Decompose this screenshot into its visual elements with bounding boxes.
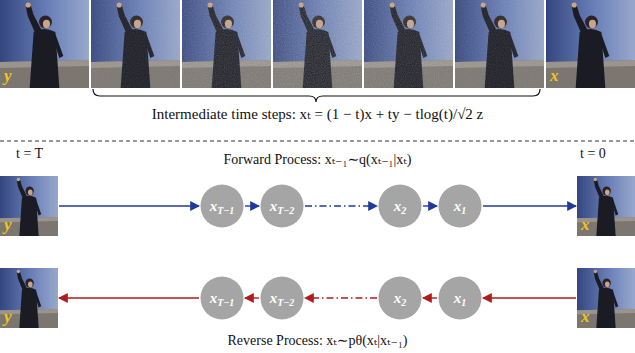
- circle-fill: [379, 185, 422, 228]
- video-frame: [364, 0, 453, 88]
- frame-label: x: [581, 216, 590, 235]
- noise: [91, 0, 180, 88]
- frame-label: y: [4, 216, 12, 235]
- state-circle: x2: [378, 184, 422, 228]
- video-frame: [0, 268, 58, 328]
- variable-label: y: [4, 66, 12, 86]
- state-circle: x2: [378, 276, 422, 320]
- process-arrow: [245, 205, 259, 206]
- image-frame: y: [0, 176, 58, 236]
- process-label: Forward Process: xₜ₋₁∼q(xₜ₋₁|xₜ): [120, 152, 515, 169]
- state-label: xT−2: [270, 199, 295, 214]
- video-frame: [0, 176, 58, 236]
- process-arrow: [59, 297, 199, 298]
- process-arrow: [305, 205, 377, 206]
- equation-label: Intermediate time steps: xₜ = (1 − t)x +…: [60, 105, 575, 123]
- variable-label: x: [550, 66, 559, 86]
- state-circle: x1: [438, 184, 482, 228]
- state-circle: x1: [438, 276, 482, 320]
- noise: [455, 0, 544, 88]
- frame-label: x: [581, 308, 590, 327]
- process-arrow: [245, 297, 259, 298]
- image-frame: x: [577, 176, 635, 236]
- video-frame: [546, 0, 635, 88]
- time-label: t = 0: [580, 146, 606, 163]
- separator-line: [0, 140, 635, 141]
- video-frame: [455, 0, 544, 88]
- state-circle: xT−2: [260, 276, 304, 320]
- process-arrow: [483, 297, 576, 298]
- state-label: xT−1: [210, 291, 235, 306]
- process-label: Reverse Process: xₜ∼pθ(xₜ|xₜ₋₁): [120, 333, 515, 350]
- state-label: x2: [394, 291, 407, 306]
- process-arrow: [305, 297, 377, 298]
- time-label: t = T: [16, 146, 43, 163]
- state-circle: xT−1: [200, 276, 244, 320]
- noise: [182, 0, 271, 88]
- state-label: x2: [394, 199, 407, 214]
- video-frame: [182, 0, 271, 88]
- frame-label: y: [4, 308, 12, 327]
- process-arrow: [483, 205, 576, 206]
- image-frame: x: [577, 268, 635, 328]
- noise: [273, 0, 362, 88]
- circle-fill: [261, 277, 304, 320]
- state-label: xT−2: [270, 291, 295, 306]
- brace: [93, 89, 540, 102]
- process-arrow: [59, 205, 199, 206]
- circle-fill: [201, 185, 244, 228]
- video-frame: [91, 0, 180, 88]
- circle-fill: [201, 277, 244, 320]
- circle-fill: [439, 185, 482, 228]
- state-label: x1: [454, 291, 467, 306]
- video-frame: [0, 0, 89, 88]
- state-label: xT−1: [210, 199, 235, 214]
- video-frame: [273, 0, 362, 88]
- state-circle: xT−2: [260, 184, 304, 228]
- video-frame: [577, 176, 635, 236]
- circle-fill: [379, 277, 422, 320]
- circle-fill: [439, 277, 482, 320]
- video-frame: [577, 268, 635, 328]
- state-circle: xT−1: [200, 184, 244, 228]
- noise: [364, 0, 453, 88]
- image-frame: y: [0, 268, 58, 328]
- process-arrow: [423, 297, 437, 298]
- circle-fill: [261, 185, 304, 228]
- state-label: x1: [454, 199, 467, 214]
- process-arrow: [423, 205, 437, 206]
